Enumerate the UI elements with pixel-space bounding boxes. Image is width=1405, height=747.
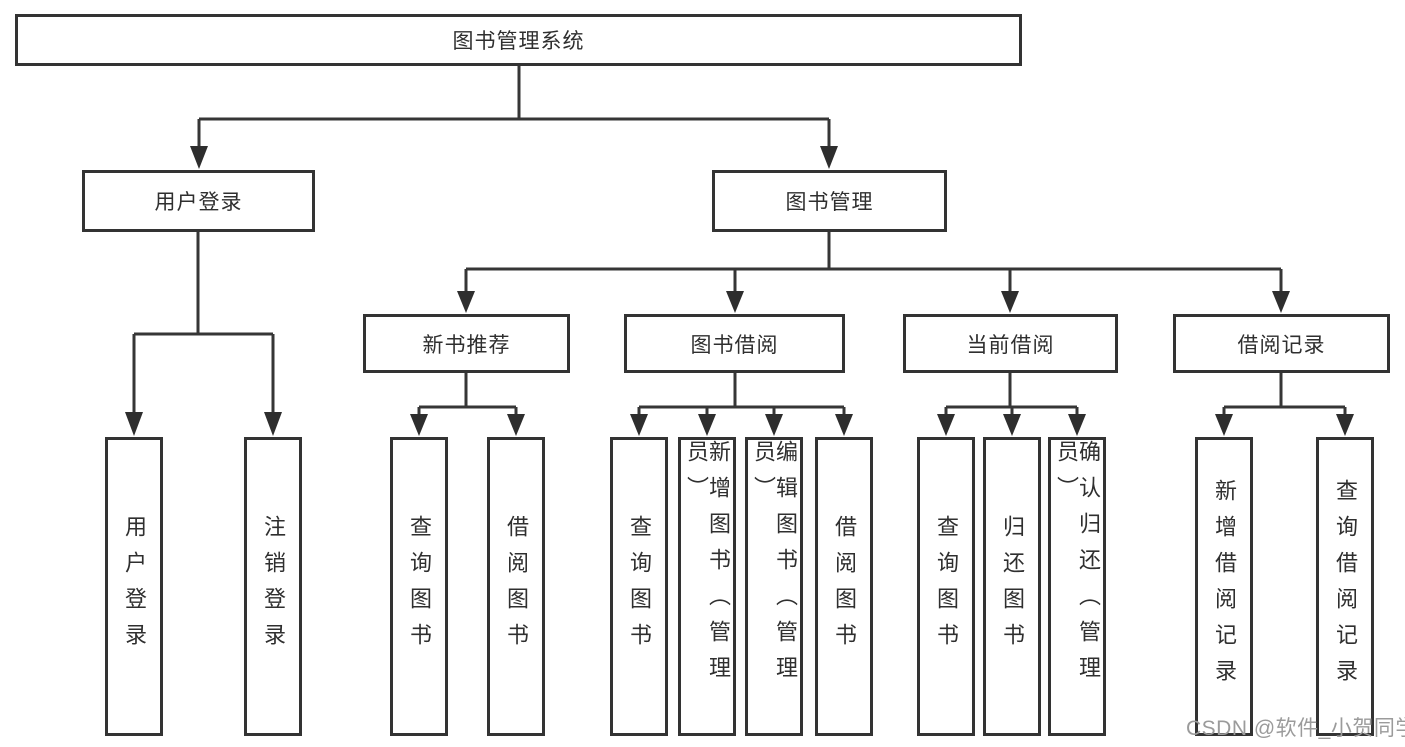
connector-borrow-record-to-leaves <box>1215 373 1354 436</box>
node-label: 借阅图书 <box>504 514 529 659</box>
node-label: 归还图书 <box>1000 514 1025 659</box>
node-label: 借阅记录 <box>1237 333 1326 357</box>
connector-book-management-to-level3 <box>457 232 1290 313</box>
node-label: 图书管理 <box>785 191 874 214</box>
node-current-borrowing: 当前借阅 <box>903 314 1118 373</box>
node-label: 图书借阅 <box>690 333 779 357</box>
connector-current-borrow-to-leaves <box>937 373 1086 436</box>
node-borrowing-records: 借阅记录 <box>1173 314 1390 373</box>
leaf-return-books: 归还图书 <box>983 437 1041 736</box>
node-label: 编辑图书（管理员） <box>751 440 798 692</box>
connector-book-borrow-to-leaves <box>630 373 853 436</box>
leaf-add-borrow-record: 新增借阅记录 <box>1195 437 1253 736</box>
leaf-query-books-current: 查询图书 <box>917 437 975 736</box>
leaf-query-borrow-record: 查询借阅记录 <box>1316 437 1374 736</box>
leaf-borrow-books-recommend: 借阅图书 <box>487 437 545 736</box>
node-label: 查询借阅记录 <box>1333 478 1358 695</box>
node-book-borrowing: 图书借阅 <box>624 314 845 373</box>
leaf-query-books-recommend: 查询图书 <box>390 437 448 736</box>
node-label: 新书推荐 <box>422 333 511 357</box>
connector-root-to-level2 <box>190 66 838 169</box>
node-label: 新增借阅记录 <box>1212 478 1237 695</box>
node-label: 当前借阅 <box>966 333 1055 357</box>
node-label: 图书管理系统 <box>452 30 585 53</box>
leaf-edit-books-admin: 编辑图书（管理员） <box>745 437 803 736</box>
node-label: 查询图书 <box>934 514 959 659</box>
node-label: 用户登录 <box>154 191 243 214</box>
leaf-user-login: 用户登录 <box>105 437 163 736</box>
leaf-logout: 注销登录 <box>244 437 302 736</box>
node-label: 用户登录 <box>122 514 147 659</box>
leaf-add-books-admin: 新增图书（管理员） <box>678 437 736 736</box>
csdn-watermark: CSDN @软件_小贺同学 <box>1186 717 1405 740</box>
connector-new-book-to-leaves <box>410 373 525 436</box>
node-label: 查询图书 <box>627 514 652 659</box>
node-library-management-system: 图书管理系统 <box>15 14 1022 66</box>
node-new-book-recommendation: 新书推荐 <box>363 314 570 373</box>
node-user-login: 用户登录 <box>82 170 315 232</box>
node-label: 新增图书（管理员） <box>684 440 731 692</box>
node-label: 注销登录 <box>261 514 286 659</box>
connector-user-login-to-leaves <box>125 232 282 436</box>
leaf-confirm-return-admin: 确认归还（管理员） <box>1048 437 1106 736</box>
leaf-borrow-books: 借阅图书 <box>815 437 873 736</box>
node-book-management: 图书管理 <box>712 170 947 232</box>
node-label: 确认归还（管理员） <box>1054 440 1101 692</box>
leaf-query-books-borrow: 查询图书 <box>610 437 668 736</box>
node-label: 借阅图书 <box>832 514 857 659</box>
node-label: 查询图书 <box>407 514 432 659</box>
